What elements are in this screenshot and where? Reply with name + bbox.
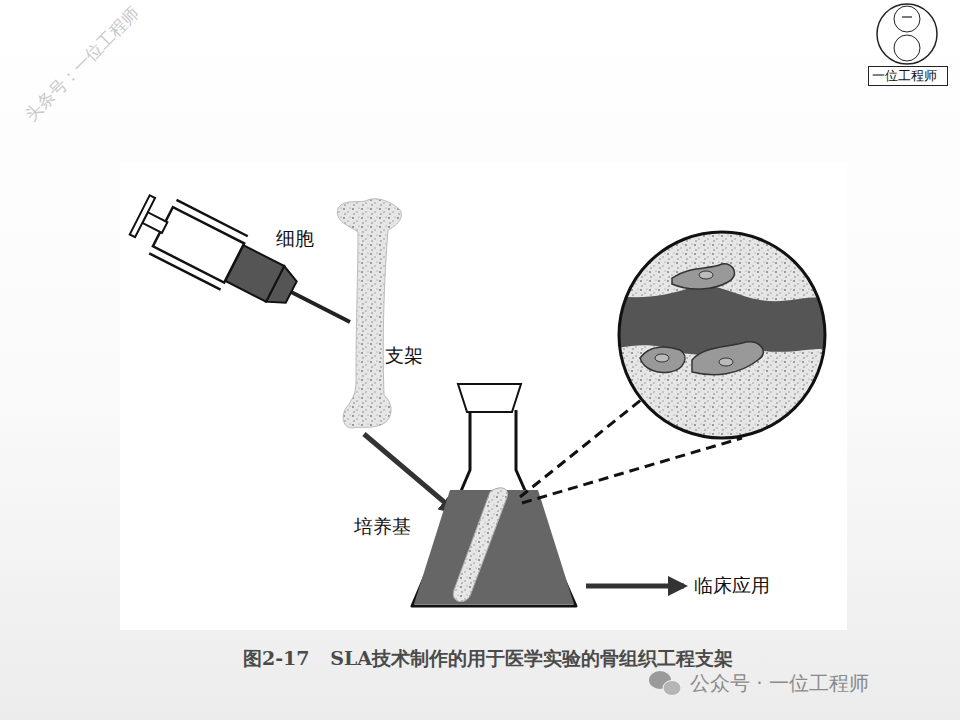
logo-symbol <box>877 4 937 64</box>
part-label: 临床应用 <box>694 573 770 599</box>
watermark: 公众号 · 一位工程师 <box>690 670 869 697</box>
part-label: 培养基 <box>352 514 413 540</box>
bone-scaffold <box>337 199 401 428</box>
culture-flask <box>412 384 576 606</box>
logo-box: 一位工程师 <box>868 66 948 86</box>
watermark: 头条号：一位工程师 <box>20 2 144 126</box>
magnified-outline <box>619 232 825 438</box>
part-label: 支架 <box>385 343 423 369</box>
figure-caption: 图2-17 SLA技术制作的用于医学实验的骨组织工程支架 <box>243 646 733 672</box>
application-arrow <box>586 584 684 589</box>
logo-text: 一位工程师 <box>872 68 944 84</box>
zoom-line <box>520 396 646 497</box>
picture-ground <box>120 163 847 630</box>
wechat-icon <box>649 671 681 696</box>
zoom-line <box>522 438 742 503</box>
syringe <box>126 188 364 349</box>
transfer-arrow <box>364 434 456 512</box>
part-label: 细胞 <box>276 226 314 252</box>
magnified-view <box>610 220 840 450</box>
